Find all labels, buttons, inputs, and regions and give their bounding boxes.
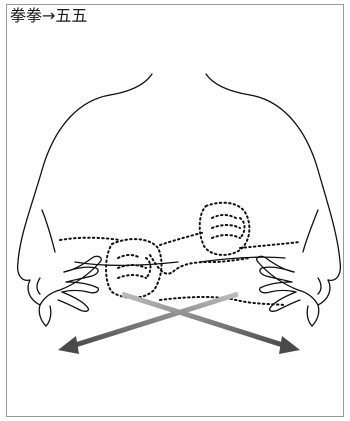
right-arm-inner <box>303 210 318 252</box>
neck-right-line <box>206 74 250 95</box>
arrow-right-head <box>279 336 300 354</box>
left-arm-inner <box>42 210 55 252</box>
arrow-to-left <box>72 294 238 346</box>
left-arm-outer <box>18 95 110 280</box>
torso-outline <box>18 74 341 280</box>
left-open-hand <box>28 256 101 326</box>
right-open-hand <box>257 256 330 326</box>
arrow-to-right <box>122 294 286 346</box>
arrow-left-head <box>58 336 79 354</box>
ghost-fist-right <box>200 203 250 255</box>
right-arm-outer <box>250 95 340 280</box>
ghost-fist-left <box>106 239 161 298</box>
neck-left-line <box>110 74 152 95</box>
dotted-motion-trail <box>60 203 300 305</box>
